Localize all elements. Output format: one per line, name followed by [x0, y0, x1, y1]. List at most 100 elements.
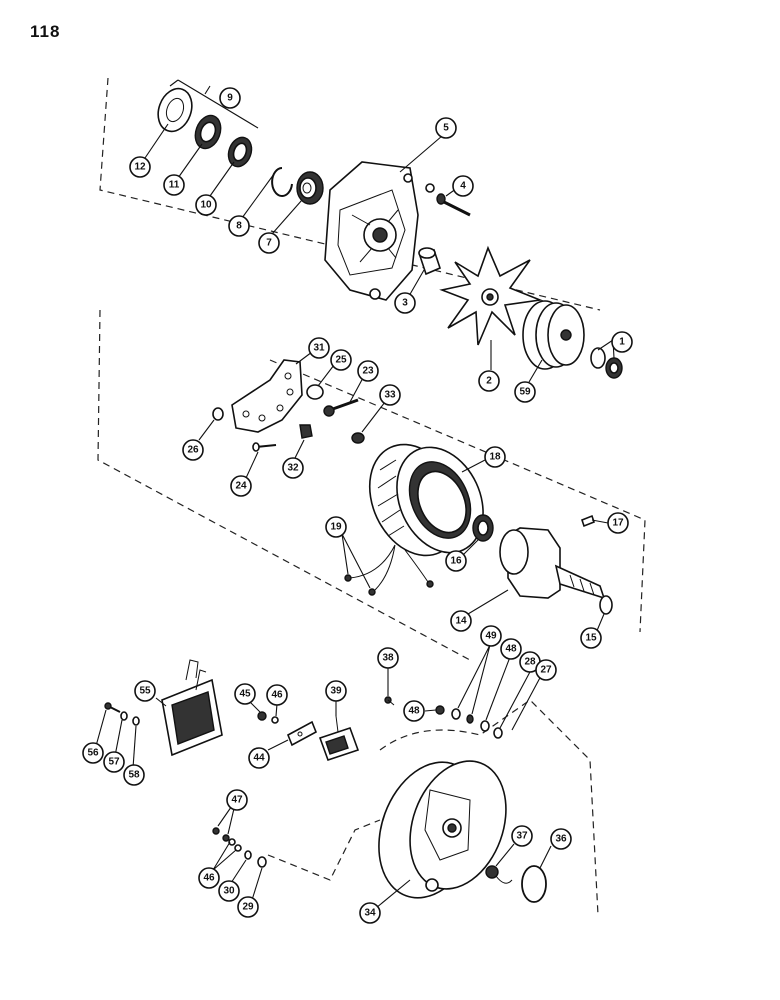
- part-capacitor-39: [318, 715, 360, 762]
- callout-18: 18: [484, 446, 506, 468]
- part-washer-29: [257, 856, 267, 868]
- callout-23: 23: [357, 360, 379, 382]
- callout-17: 17: [607, 512, 629, 534]
- part-nut-48: [435, 705, 445, 715]
- part-screw-45: [257, 711, 267, 721]
- svg-text:56: 56: [87, 748, 99, 759]
- leader-10: [209, 161, 235, 197]
- part-end-frame-34: [378, 760, 507, 899]
- part-ring-15: [599, 595, 613, 615]
- svg-text:37: 37: [516, 831, 528, 842]
- leader-48: [485, 656, 511, 721]
- callout-57: 57: [103, 751, 125, 773]
- callout-44: 44: [248, 747, 270, 769]
- leader-31: [295, 351, 313, 365]
- callout-33: 33: [379, 384, 401, 406]
- svg-text:39: 39: [330, 686, 342, 697]
- leader-56: [95, 709, 107, 747]
- svg-text:26: 26: [187, 445, 199, 456]
- callout-39: 39: [325, 680, 347, 702]
- callout-24: 24: [230, 475, 252, 497]
- svg-text:29: 29: [242, 902, 254, 913]
- part-washer-49: [451, 708, 461, 720]
- callout-11: 11: [163, 174, 185, 196]
- part-screw-56: [104, 702, 121, 713]
- group-outline-end-frame-2: [267, 819, 381, 881]
- part-washer-57: [120, 711, 128, 721]
- part-regulator-55: [161, 659, 223, 757]
- svg-text:8: 8: [236, 221, 242, 232]
- leader-44: [267, 739, 289, 751]
- leader-45: [249, 701, 261, 713]
- part-stator-leads-19: [344, 544, 434, 596]
- callout-34: 34: [359, 902, 381, 924]
- group-outline-end-frame: [379, 699, 599, 916]
- callout-5: 5: [435, 117, 457, 139]
- leader-46b: [212, 841, 237, 871]
- leader-27: [511, 673, 543, 731]
- svg-text:11: 11: [169, 180, 180, 191]
- leader-24: [245, 451, 259, 479]
- part-bearing-16: [472, 514, 494, 542]
- callout-56: 56: [82, 742, 104, 764]
- svg-text:24: 24: [235, 481, 247, 492]
- callout-30: 30: [218, 880, 240, 902]
- callout-58: 58: [123, 764, 145, 786]
- leader-33: [361, 401, 386, 433]
- part-diode-25: [306, 384, 324, 400]
- callout-47: 47: [226, 789, 248, 811]
- part-bolt-4: [425, 183, 471, 217]
- part-stator-18: [368, 443, 484, 557]
- callout-48b: 48: [403, 700, 425, 722]
- part-screw-24: [252, 442, 277, 452]
- svg-text:44: 44: [253, 753, 265, 764]
- svg-text:7: 7: [266, 238, 272, 249]
- part-washer-48b: [466, 714, 474, 724]
- callout-45: 45: [234, 683, 256, 705]
- leader-29: [251, 867, 263, 901]
- leader-17: [591, 519, 609, 524]
- callout-25: 25: [330, 349, 352, 371]
- callout-37: 37: [511, 825, 533, 847]
- svg-text:19: 19: [330, 522, 342, 533]
- svg-text:18: 18: [489, 452, 501, 463]
- callout-19: 19: [325, 516, 347, 538]
- part-nut-47: [212, 827, 230, 842]
- svg-text:58: 58: [128, 770, 140, 781]
- callout-55: 55: [134, 680, 156, 702]
- callout-49: 49: [480, 625, 502, 647]
- svg-text:47: 47: [231, 795, 243, 806]
- callout-10: 10: [195, 194, 217, 216]
- callout-36: 36: [550, 828, 572, 850]
- callout-26: 26: [182, 439, 204, 461]
- leader-49: [457, 644, 491, 715]
- svg-text:5: 5: [443, 123, 449, 134]
- callout-8: 8: [228, 215, 250, 237]
- svg-text:15: 15: [585, 633, 597, 644]
- part-bracket-44: [286, 720, 318, 747]
- callout-16: 16: [445, 550, 467, 572]
- svg-text:48: 48: [408, 706, 420, 717]
- leader-9: [169, 79, 259, 129]
- leader-11: [177, 143, 203, 179]
- part-bearing-7: [296, 171, 324, 205]
- callout-31: 31: [308, 337, 330, 359]
- svg-text:23: 23: [362, 366, 374, 377]
- svg-text:25: 25: [335, 355, 347, 366]
- svg-text:1: 1: [619, 337, 625, 348]
- svg-text:12: 12: [134, 162, 146, 173]
- svg-text:28: 28: [524, 657, 536, 668]
- leader-57: [114, 719, 123, 757]
- part-rotor-14: [499, 527, 606, 600]
- part-washer-27: [493, 727, 503, 739]
- callout-15: 15: [580, 627, 602, 649]
- leader-59: [528, 359, 543, 383]
- callout-27: 27: [535, 659, 557, 681]
- part-terminal-32: [299, 424, 313, 439]
- svg-text:17: 17: [612, 518, 624, 529]
- group-outline-rotor: [269, 359, 646, 633]
- leader-32: [293, 439, 305, 461]
- part-nut-1: [590, 347, 623, 379]
- svg-text:3: 3: [402, 298, 408, 309]
